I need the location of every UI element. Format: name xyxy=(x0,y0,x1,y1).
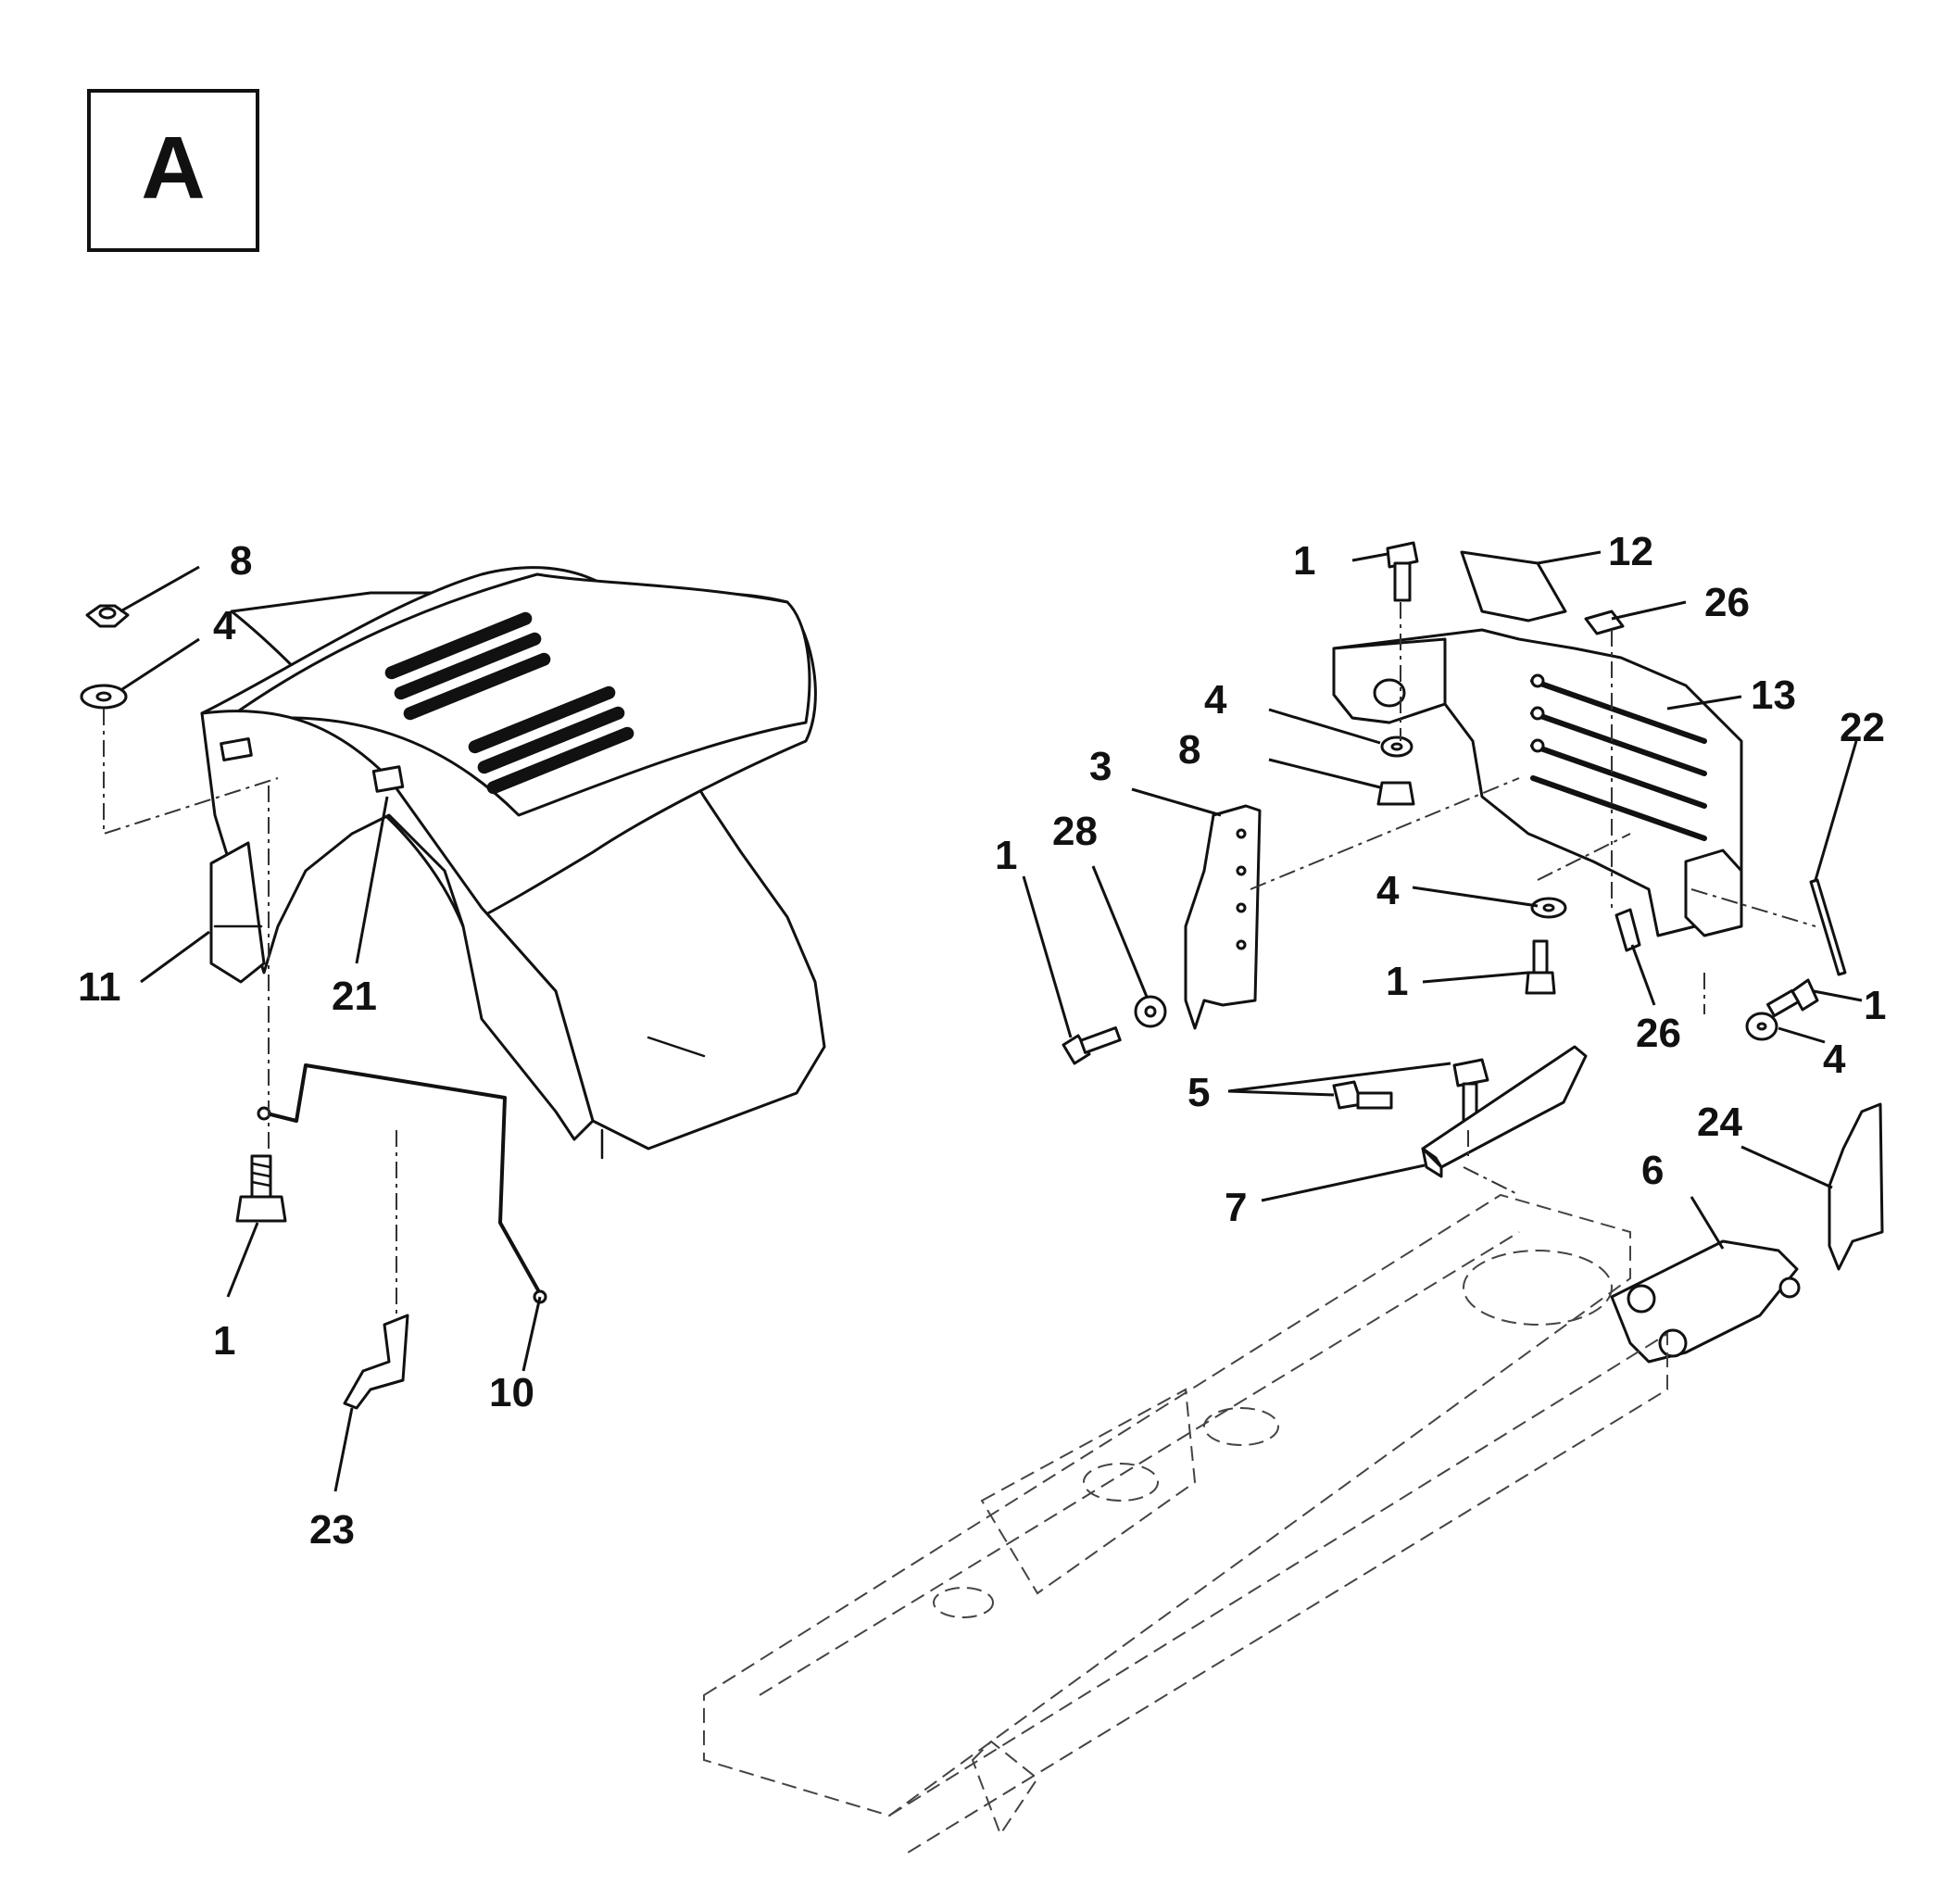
callout-label: 6 xyxy=(1641,1148,1664,1193)
callout-label: 8 xyxy=(1178,727,1200,773)
callout-label: 5 xyxy=(1187,1070,1210,1115)
front-axle-bracket xyxy=(1610,1239,1799,1364)
grille-assembly xyxy=(1332,628,1743,937)
callout-label: 1 xyxy=(213,1318,235,1364)
frame-bracket xyxy=(1421,1045,1588,1169)
hood-mount-bracket xyxy=(258,1063,544,1299)
callout-label: 26 xyxy=(1704,580,1750,625)
callout-label: 8 xyxy=(230,538,252,584)
section-label: A xyxy=(141,119,205,218)
callout-label: 3 xyxy=(1089,744,1112,789)
callout-label: 13 xyxy=(1751,673,1796,718)
callout-label: 7 xyxy=(1225,1185,1247,1230)
nut-hood xyxy=(85,604,130,628)
bolt-bracket-side xyxy=(1332,1080,1393,1110)
callout-label: 23 xyxy=(309,1507,355,1553)
callout-label: 4 xyxy=(213,603,236,648)
callout-label: 4 xyxy=(1823,1037,1846,1082)
callout-leaders xyxy=(119,550,1863,1492)
bolt-grille-side xyxy=(1062,1026,1122,1065)
bolt-grille-mid xyxy=(1525,939,1556,995)
hood-tab xyxy=(371,765,405,793)
grille-bars xyxy=(1530,673,1707,841)
hood-vents xyxy=(384,611,634,795)
callout-label: 21 xyxy=(332,974,377,1019)
grille-clip-bottom xyxy=(1614,908,1641,952)
hood-assembly xyxy=(200,566,826,1160)
grille-cover-plate xyxy=(1460,550,1567,622)
bolt-grille-top xyxy=(1386,541,1419,602)
tractor-frame-phantom xyxy=(703,1193,1668,1854)
callout-label: 28 xyxy=(1052,809,1098,854)
hood-pad xyxy=(209,841,266,984)
section-label-box: A xyxy=(87,89,259,252)
callout-label: 1 xyxy=(1864,983,1886,1028)
callout-numbers: 8 4 11 21 1 10 23 1 12 26 13 22 4 8 3 28… xyxy=(78,529,1886,1553)
callout-label: 4 xyxy=(1376,868,1400,913)
callout-label: 1 xyxy=(995,833,1017,878)
grille-clip-top xyxy=(1584,610,1625,635)
callout-label: 10 xyxy=(489,1370,534,1415)
washer-hood xyxy=(80,684,128,710)
callout-label: 1 xyxy=(1386,959,1408,1004)
grille-mount-bracket-left xyxy=(1184,804,1262,1030)
bolt-grille-right xyxy=(1766,978,1819,1018)
grille-mount-bracket-right xyxy=(1828,1102,1884,1271)
bolt-hood-lower xyxy=(235,1154,287,1223)
callout-label: 1 xyxy=(1293,538,1315,584)
callout-label: 26 xyxy=(1636,1011,1681,1056)
callout-label: 24 xyxy=(1697,1100,1742,1145)
star-washer xyxy=(1134,995,1167,1028)
callout-label: 11 xyxy=(78,964,121,1010)
hood-clip xyxy=(343,1314,409,1410)
callout-label: 4 xyxy=(1204,677,1227,723)
grille-bracket-right xyxy=(1809,878,1847,976)
callout-label: 12 xyxy=(1608,529,1653,574)
callout-label: 22 xyxy=(1840,705,1885,750)
